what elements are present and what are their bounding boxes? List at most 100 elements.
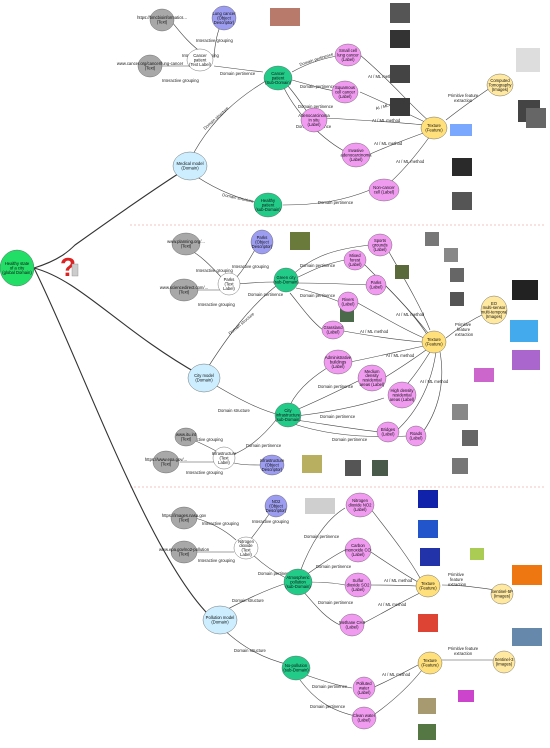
edge-cancer-ctext xyxy=(213,65,264,73)
edge-atm-ch4 xyxy=(301,589,341,626)
edge-atm-no2 xyxy=(299,507,346,573)
infra-thumb-4 xyxy=(345,460,361,476)
node-sentinel5p: Sentinel-5P(Images) xyxy=(490,583,514,605)
elabel-dp-pol5: Domain pertinence xyxy=(312,684,348,689)
node-shape xyxy=(250,229,274,255)
city-thumb-3 xyxy=(450,268,464,282)
edge-pol-nopol xyxy=(221,627,291,666)
elabel-ig-pol2: Interactive grouping xyxy=(202,521,239,526)
edge-medical-cancer xyxy=(189,74,277,161)
node-text: Pollution model(Domain) xyxy=(206,615,235,624)
edge-ch4-tex xyxy=(359,592,421,626)
node-text: Rivers(Label) xyxy=(341,297,355,306)
elabel-ai-med5: AI / ML method xyxy=(396,159,425,164)
edge-pol-atm xyxy=(221,581,291,613)
node-shape xyxy=(339,613,365,637)
node-pol-url1: https://images.nasa.gov(Text) xyxy=(162,506,207,530)
node-shape xyxy=(273,267,299,293)
edge-nopol-clean xyxy=(299,679,356,717)
edge-ptext-pobj xyxy=(235,247,257,279)
node-shape xyxy=(283,568,313,596)
elabel-pfe-city-1: Primitive xyxy=(455,322,472,327)
infra-thumb-2 xyxy=(462,430,478,446)
node-shape xyxy=(344,537,372,563)
elabel-dp-city4: Domain pertinence xyxy=(320,414,356,419)
node-shape xyxy=(172,151,208,181)
node-sentinel3: Sentinel-3(Images) xyxy=(492,650,516,674)
node-bridges: Bridges(Label) xyxy=(376,421,400,443)
s5p-stack xyxy=(512,565,542,585)
edge-no2-tex xyxy=(369,507,421,579)
edge-infra-high xyxy=(295,397,385,417)
node-city-url2: www.sciencedirect.com/...(Text) xyxy=(160,278,208,302)
node-shape xyxy=(341,142,371,168)
edge-rivers-texture xyxy=(355,301,425,339)
node-shape xyxy=(171,232,201,256)
node-shape xyxy=(367,233,393,257)
infra-thumb-5 xyxy=(372,460,388,476)
node-roads: Roads(Label) xyxy=(405,425,427,447)
edge-bridges-texture xyxy=(394,351,437,433)
edge-grass-texture xyxy=(337,329,423,343)
node-shape xyxy=(170,540,198,564)
ct-thumb-5 xyxy=(452,158,472,176)
texture-plot-med xyxy=(450,124,472,136)
node-shape xyxy=(212,446,236,470)
node-shape xyxy=(421,330,447,354)
elabel-ig-city4: Interactive grouping xyxy=(186,437,223,442)
edge-green-forest xyxy=(295,259,346,279)
node-city-url3: www.itu.int(Text) xyxy=(174,427,198,447)
infra-thumb-1 xyxy=(452,404,468,420)
node-text: Texture(Feature) xyxy=(419,581,437,590)
elabel-ds-city2: Domain structure xyxy=(218,408,251,413)
node-shape xyxy=(187,363,221,393)
node-green-city: Green city(sub-Domain) xyxy=(273,267,299,293)
edge-green-sports xyxy=(291,244,371,276)
edge-green-rivers xyxy=(295,287,341,303)
node-text: Texture(Feature) xyxy=(421,658,439,667)
elabel-ai-city4: AI / ML method xyxy=(420,379,449,384)
elabel-ai-med4: AI / ML method xyxy=(374,141,403,146)
elabel-ig-pol3: Interactive grouping xyxy=(198,558,235,563)
elabel-pfe-med-1: Primitive feature xyxy=(448,93,479,98)
elabel-ds-pol1: Domain structure xyxy=(232,598,265,603)
elabel-dp-city6: Domain pertinence xyxy=(248,292,284,297)
node-shape xyxy=(486,73,514,97)
elabel-dp-city1: Domain pertinence xyxy=(300,263,336,268)
node-text: Grassland(Label) xyxy=(323,325,343,334)
infra-thumb-3 xyxy=(452,458,468,474)
edge-polluted-tex2 xyxy=(371,664,419,689)
elabel-ig-pol1: Interactive grouping xyxy=(252,519,289,524)
edge-atm-co xyxy=(305,549,346,576)
elabel-ai-city2: AI / ML method xyxy=(360,329,389,334)
edge-small-texture xyxy=(359,54,431,123)
edge-roads-texture xyxy=(419,351,443,437)
city-thumb-1 xyxy=(425,232,439,246)
node-shape xyxy=(174,427,198,447)
node-shape xyxy=(186,48,214,72)
elabel-ai-med1: AI / ML method xyxy=(368,74,397,79)
edge-so2-tex xyxy=(367,584,417,587)
ct-stack-3 xyxy=(526,108,546,128)
node-med-url2: www.cancer.org/cancer/lung-cancer(Text) xyxy=(117,54,184,78)
node-texture-pol2: Texture(Feature) xyxy=(417,651,443,675)
node-text: www.planning.org/...(Text) xyxy=(167,239,205,248)
edge-green-ptext xyxy=(235,281,277,285)
node-shape xyxy=(351,706,377,730)
node-shape xyxy=(274,402,302,428)
